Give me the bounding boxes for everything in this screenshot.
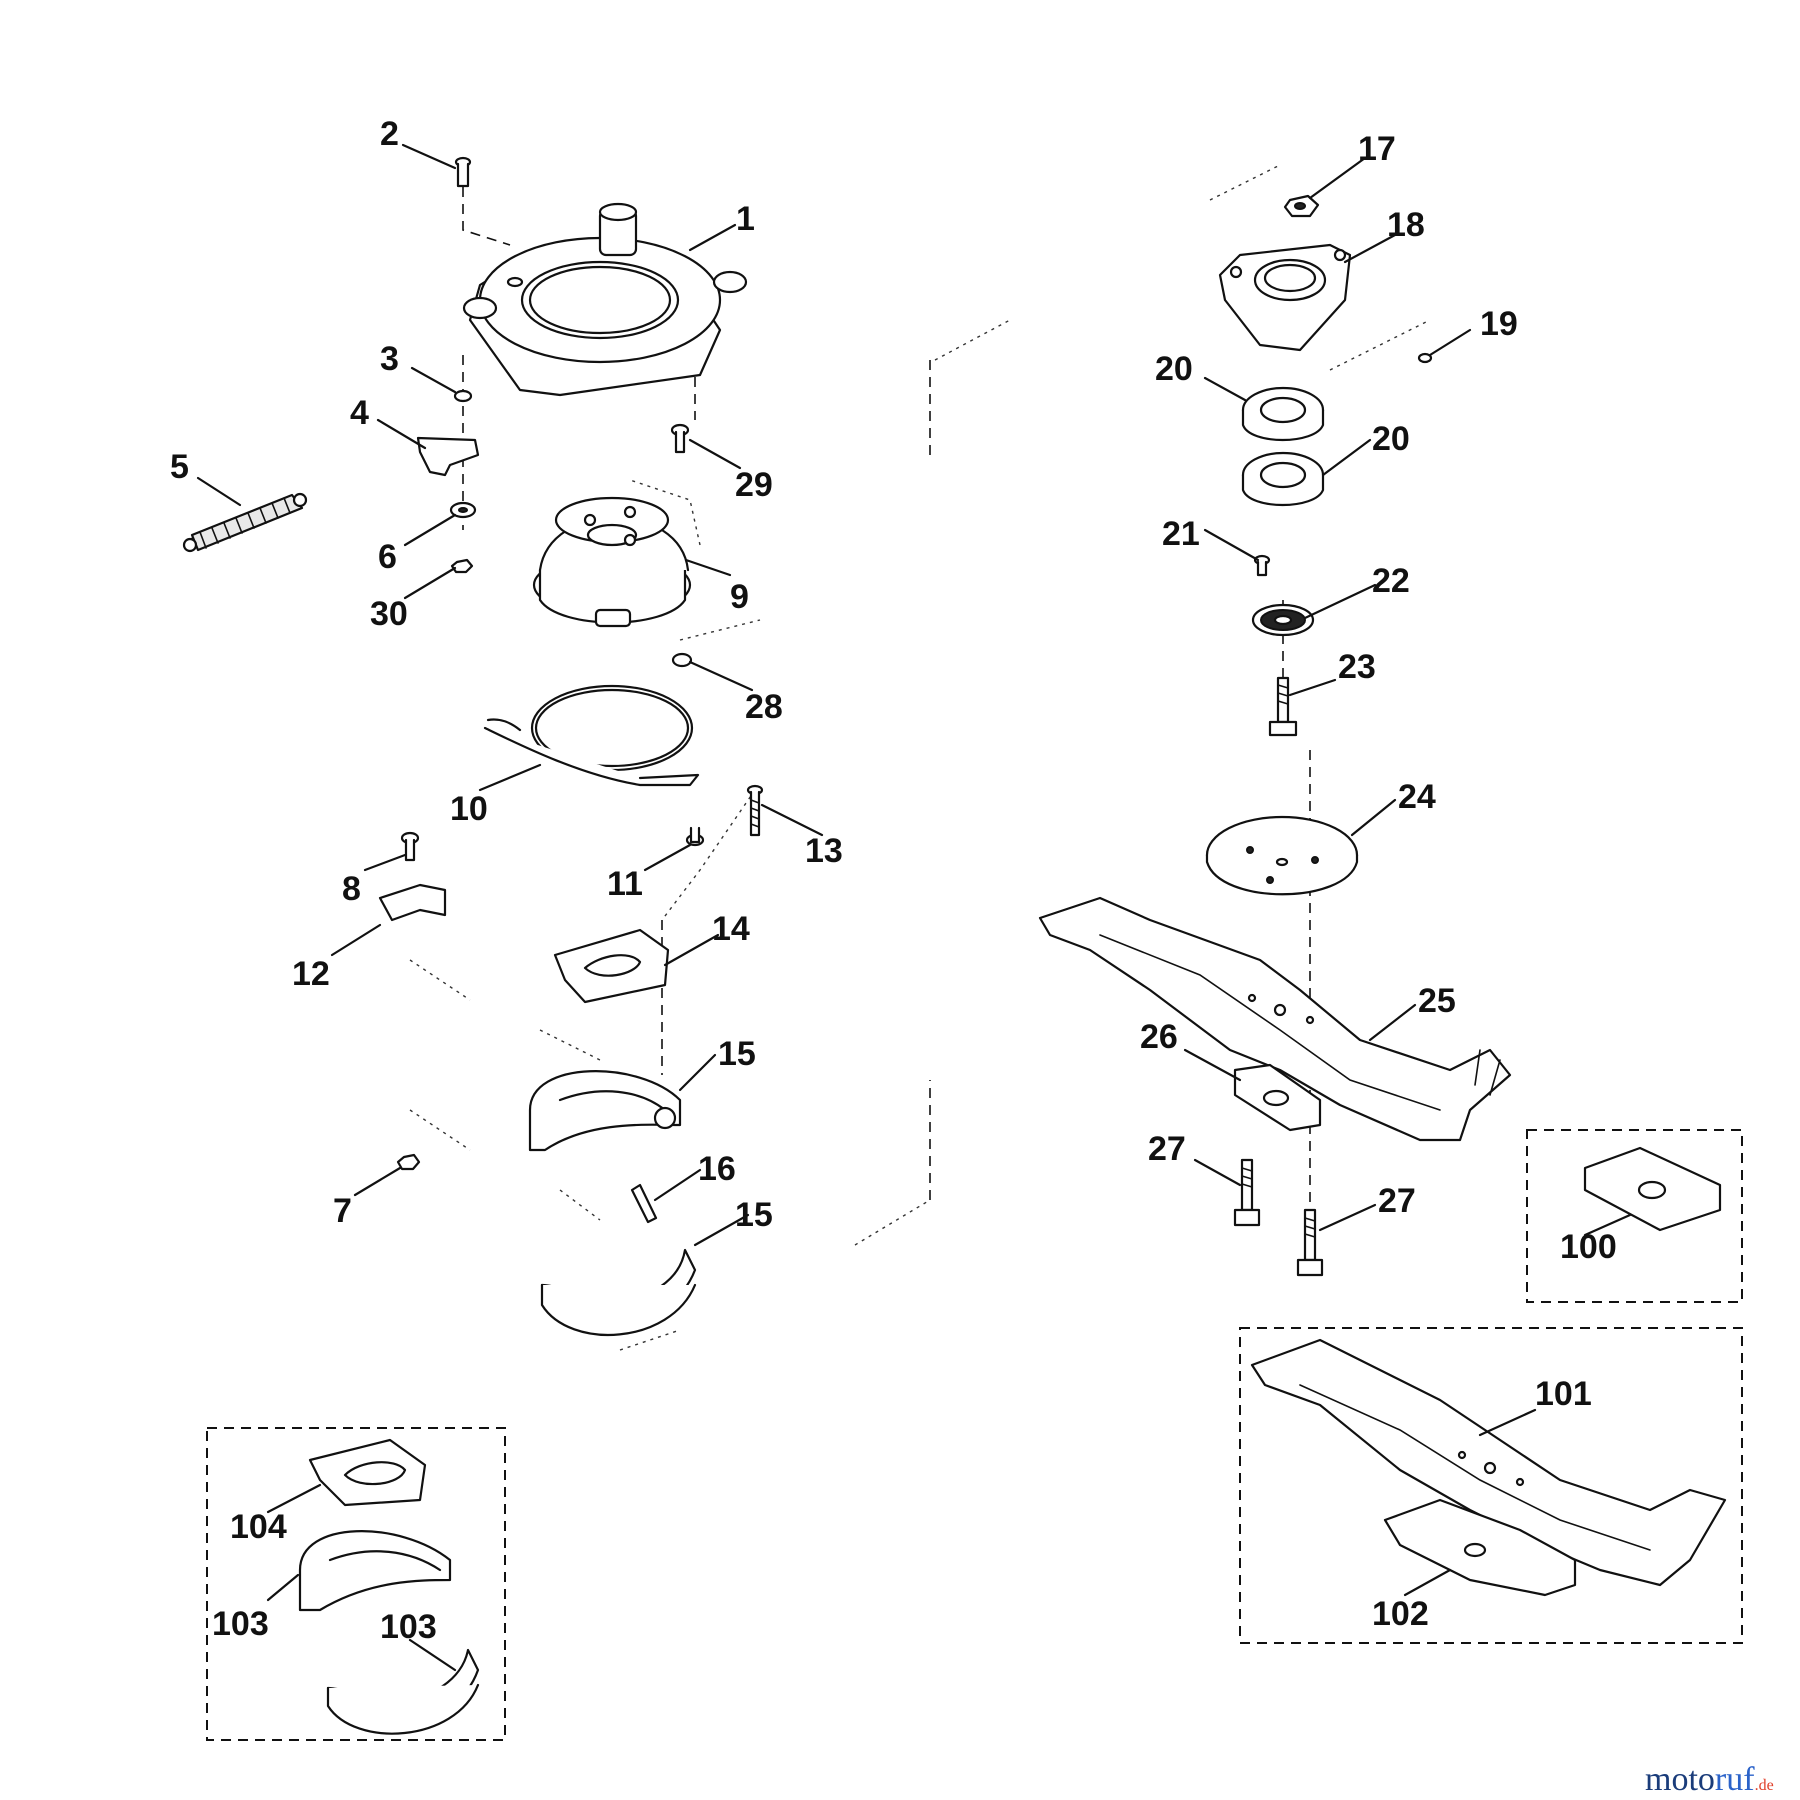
part-29-screw	[670, 423, 690, 454]
part-4-lever	[416, 436, 480, 477]
part-102-blade-half	[1383, 1498, 1577, 1597]
part-15-brake-shoe-upper	[528, 1070, 682, 1152]
label-part-103-right: 103	[380, 1608, 437, 1646]
part-23-bolt	[1268, 676, 1298, 737]
part-12-clip	[378, 883, 447, 922]
part-7-nut	[396, 1153, 421, 1171]
label-part-14: 14	[712, 910, 750, 948]
part-26-plate	[1233, 1063, 1322, 1132]
label-part-30: 30	[370, 595, 408, 633]
part-13-bolt	[746, 784, 764, 837]
watermark-logo: motoruf.de	[1645, 1761, 1774, 1798]
part-20-bearing-upper	[1241, 386, 1325, 441]
part-27-bolt-right	[1296, 1208, 1324, 1277]
part-17-nut	[1283, 194, 1320, 218]
label-part-103-left: 103	[212, 1605, 269, 1643]
part-3-washer	[453, 389, 473, 403]
label-part-16: 16	[698, 1150, 736, 1188]
label-part-102: 102	[1372, 1595, 1429, 1633]
part-101-blade	[1250, 1338, 1727, 1587]
label-part-13: 13	[805, 832, 843, 870]
part-20-bearing-lower	[1241, 451, 1325, 506]
part-16-pin	[630, 1183, 658, 1224]
label-part-100: 100	[1560, 1228, 1617, 1266]
part-27-bolt-left	[1233, 1158, 1261, 1227]
part-6-washer	[449, 501, 477, 519]
part-5-spring	[182, 492, 308, 553]
part-28-washer	[671, 652, 693, 668]
part-1-housing	[462, 202, 748, 397]
callout-labels: 1 2 3 4 5 6 30 29 9 28 10 11 13 8 12 14 …	[170, 115, 1617, 1646]
watermark-suffix: .de	[1755, 1777, 1774, 1794]
part-104-plate	[308, 1438, 427, 1507]
label-part-20-upper: 20	[1155, 350, 1193, 388]
part-30-nut	[450, 558, 474, 574]
label-part-1: 1	[736, 200, 755, 238]
part-103-brake-shoe-upper	[298, 1530, 452, 1612]
part-11-screw	[685, 826, 705, 847]
part-24-disc	[1205, 815, 1359, 896]
part-10-brake-band	[483, 684, 700, 787]
label-part-29: 29	[735, 466, 773, 504]
label-part-17: 17	[1358, 130, 1396, 168]
label-part-8: 8	[342, 870, 361, 908]
label-part-6: 6	[378, 538, 397, 576]
watermark-main: moto	[1645, 1761, 1715, 1798]
label-part-9: 9	[730, 578, 749, 616]
label-part-101: 101	[1535, 1375, 1592, 1413]
label-part-104: 104	[230, 1508, 287, 1546]
label-part-28: 28	[745, 688, 783, 726]
label-part-21: 21	[1162, 515, 1200, 553]
label-part-4: 4	[350, 394, 369, 432]
label-part-25: 25	[1418, 982, 1456, 1020]
leader-lines	[196, 143, 1632, 1672]
part-8-screw	[400, 831, 420, 862]
label-part-22: 22	[1372, 562, 1410, 600]
label-part-27-right: 27	[1378, 1182, 1416, 1220]
part-103-brake-shoe-lower	[326, 1648, 480, 1735]
part-18-flange	[1218, 243, 1352, 352]
label-part-24: 24	[1398, 778, 1436, 816]
part-22-gear	[1251, 603, 1315, 637]
label-part-3: 3	[380, 340, 399, 378]
label-part-18: 18	[1387, 206, 1425, 244]
label-part-10: 10	[450, 790, 488, 828]
watermark-accent: ruf	[1715, 1761, 1755, 1798]
label-part-5: 5	[170, 448, 189, 486]
label-part-27-left: 27	[1148, 1130, 1186, 1168]
label-part-12: 12	[292, 955, 330, 993]
kit-box-103-104	[206, 1427, 506, 1741]
part-100-plate	[1583, 1146, 1722, 1232]
part-2-screw	[454, 156, 472, 188]
part-25-blade	[1038, 896, 1512, 1142]
label-part-23: 23	[1338, 648, 1376, 686]
kit-box-100	[1526, 1129, 1743, 1303]
label-part-19: 19	[1480, 305, 1518, 343]
label-part-15-lower: 15	[735, 1196, 773, 1234]
part-15-brake-shoe-lower	[540, 1248, 697, 1336]
part-21-screw	[1253, 554, 1271, 577]
label-part-11: 11	[607, 865, 643, 903]
part-19-nut	[1417, 352, 1433, 364]
label-part-26: 26	[1140, 1018, 1178, 1056]
label-part-20-lower: 20	[1372, 420, 1410, 458]
label-part-7: 7	[333, 1192, 352, 1230]
label-part-15-upper: 15	[718, 1035, 756, 1073]
part-14-plate	[553, 928, 670, 1004]
part-9-pulley-hub	[532, 496, 692, 628]
label-part-2: 2	[380, 115, 399, 153]
